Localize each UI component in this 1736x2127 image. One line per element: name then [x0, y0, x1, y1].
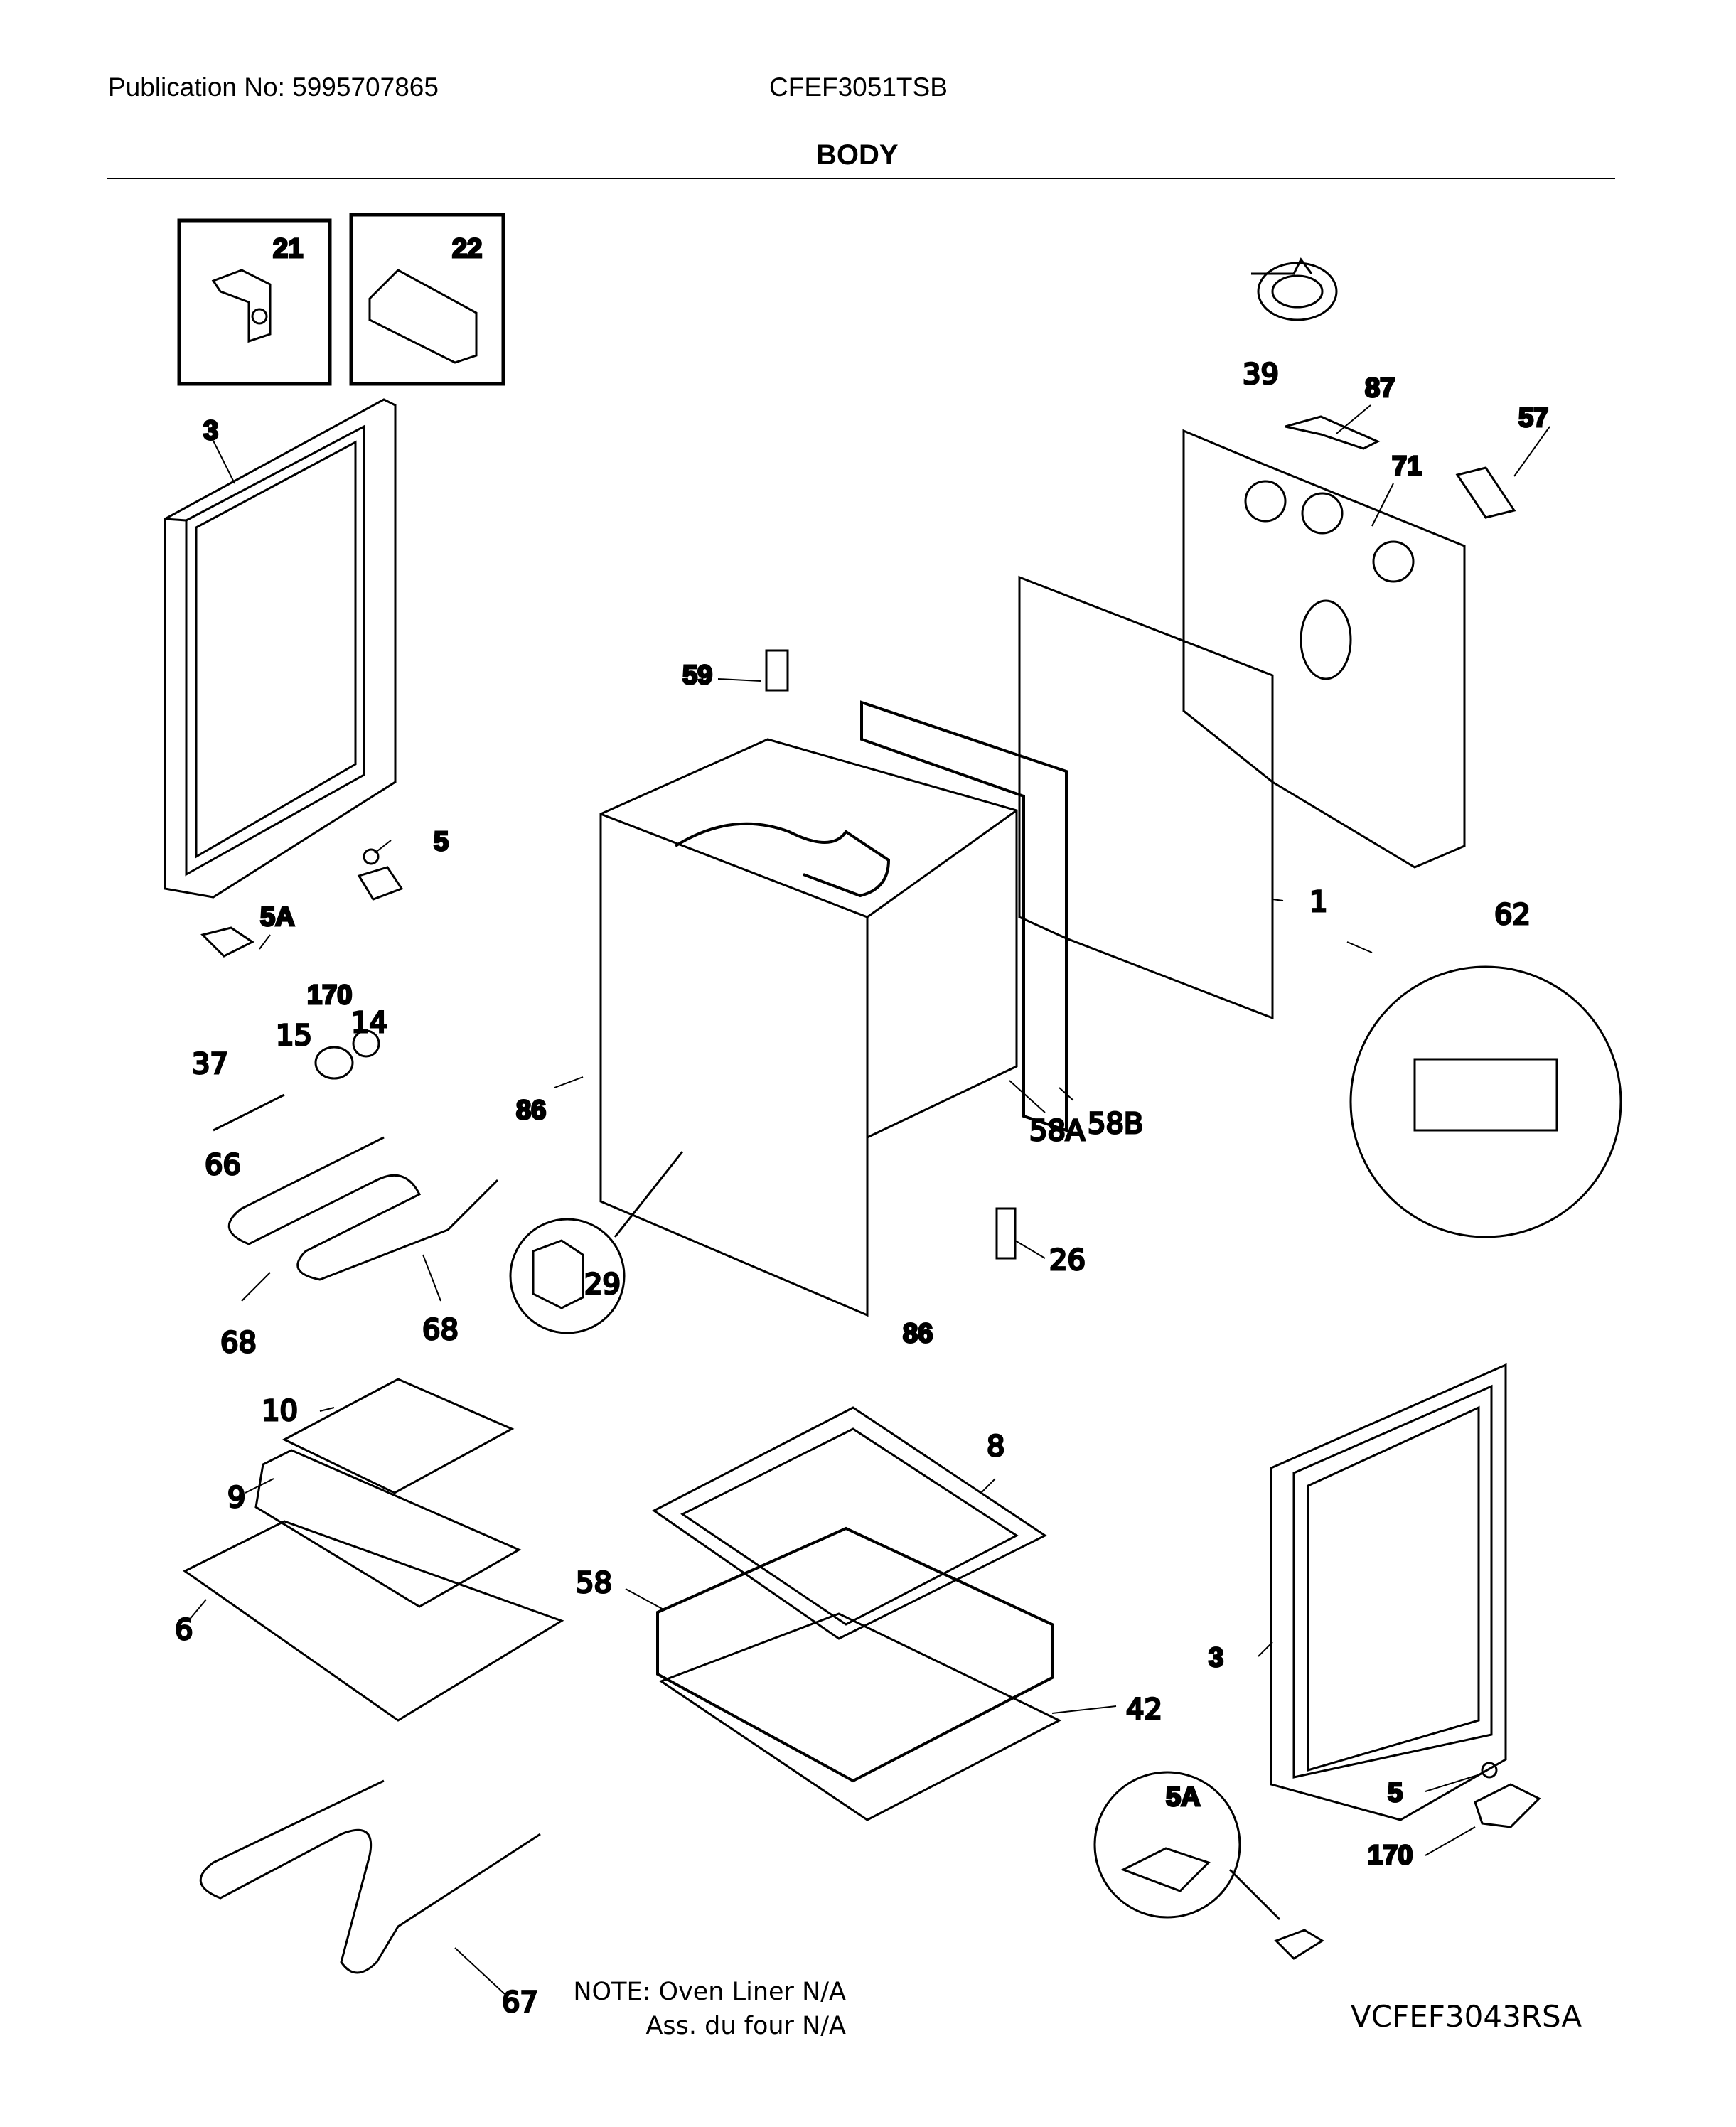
callout-59: 59: [682, 660, 712, 690]
callout-15: 15: [276, 1019, 312, 1052]
callout-87: 87: [1365, 373, 1395, 403]
callout-8: 8: [987, 1430, 1004, 1463]
hinge-right: [1474, 1762, 1541, 1828]
inset-5A-right: [1093, 1771, 1281, 1921]
power-cord: [1251, 257, 1338, 321]
diagram-code: VCFEF3043RSA: [1351, 1999, 1582, 2034]
rear-panel-1: [1018, 575, 1274, 1020]
door-right: [1270, 1363, 1507, 1821]
callout-68-right: 68: [422, 1314, 459, 1346]
callout-3-left: 3: [203, 416, 218, 446]
callout-5-left: 5: [434, 827, 449, 857]
rear-panel-71: [1182, 429, 1466, 869]
callout-5A-left: 5A: [260, 902, 295, 932]
callout-170-left: 170: [307, 980, 352, 1010]
vent-cover-57: [1455, 466, 1516, 519]
callout-71: 71: [1392, 451, 1422, 481]
callout-170-right: 170: [1368, 1841, 1413, 1870]
door-left: [164, 398, 397, 899]
bracket-26: [995, 1207, 1017, 1260]
callout-6: 6: [175, 1614, 193, 1646]
callout-1: 1: [1309, 886, 1327, 918]
header-rule: [107, 178, 1615, 179]
inset-22: [349, 213, 505, 386]
callout-22: 22: [452, 234, 482, 264]
note-line-2: Ass. du four N/A: [645, 2012, 846, 2040]
bracket-87: [1285, 415, 1381, 450]
callout-67: 67: [502, 1986, 538, 2019]
callout-37: 37: [192, 1048, 228, 1081]
callout-86-right: 86: [903, 1319, 933, 1349]
insulation-58: [656, 1526, 1054, 1783]
callout-10: 10: [262, 1395, 298, 1427]
note-text: NOTE: Oven Liner N/A Ass. du four N/A: [554, 1975, 846, 2043]
oven-cavity: [599, 738, 1018, 1317]
callout-68-left: 68: [220, 1327, 257, 1359]
callout-5-right: 5: [1388, 1778, 1403, 1808]
model-number: CFEF3051TSB: [769, 73, 948, 102]
callout-5A-right: 5A: [1166, 1782, 1201, 1812]
callout-66: 66: [205, 1149, 241, 1182]
inset-21: [177, 218, 332, 386]
inset-29: [509, 1151, 684, 1334]
bake-element-66: [227, 1136, 499, 1281]
publication-number: Publication No: 5995707865: [108, 73, 439, 102]
callout-58A: 58A: [1029, 1115, 1086, 1147]
bottom-panel-8: [652, 1406, 1047, 1640]
broil-element-67: [199, 1779, 541, 1974]
insulation-58A: [674, 822, 891, 898]
callout-58B: 58B: [1088, 1108, 1143, 1140]
callout-39: 39: [1243, 358, 1279, 391]
note-line-1: NOTE: Oven Liner N/A: [573, 1978, 846, 2006]
callout-57: 57: [1518, 403, 1548, 433]
callout-9: 9: [227, 1482, 245, 1514]
callout-3-right: 3: [1209, 1643, 1223, 1673]
lamp-parts: [213, 1029, 380, 1132]
light-socket-59: [765, 649, 789, 692]
callout-42: 42: [1126, 1693, 1162, 1726]
broil-pan-9: [254, 1449, 522, 1608]
bottom-tray-42: [658, 1612, 1062, 1821]
callout-62: 62: [1494, 899, 1531, 931]
callout-14: 14: [351, 1007, 387, 1039]
callout-29: 29: [584, 1268, 621, 1301]
terminal-block-62: [1349, 965, 1622, 1238]
callout-86-left: 86: [516, 1095, 546, 1125]
callout-26: 26: [1049, 1244, 1086, 1277]
broil-pan-10: [282, 1378, 515, 1494]
page-title: BODY: [816, 139, 899, 171]
insulation-58B: [860, 700, 1068, 1132]
callout-21: 21: [273, 234, 303, 264]
leader-lines: [188, 404, 1550, 1995]
callout-58: 58: [576, 1567, 612, 1600]
hinge-left: [200, 848, 404, 958]
hinge-receptacle-right: [1274, 1929, 1324, 1960]
oven-rack-6: [183, 1520, 564, 1722]
